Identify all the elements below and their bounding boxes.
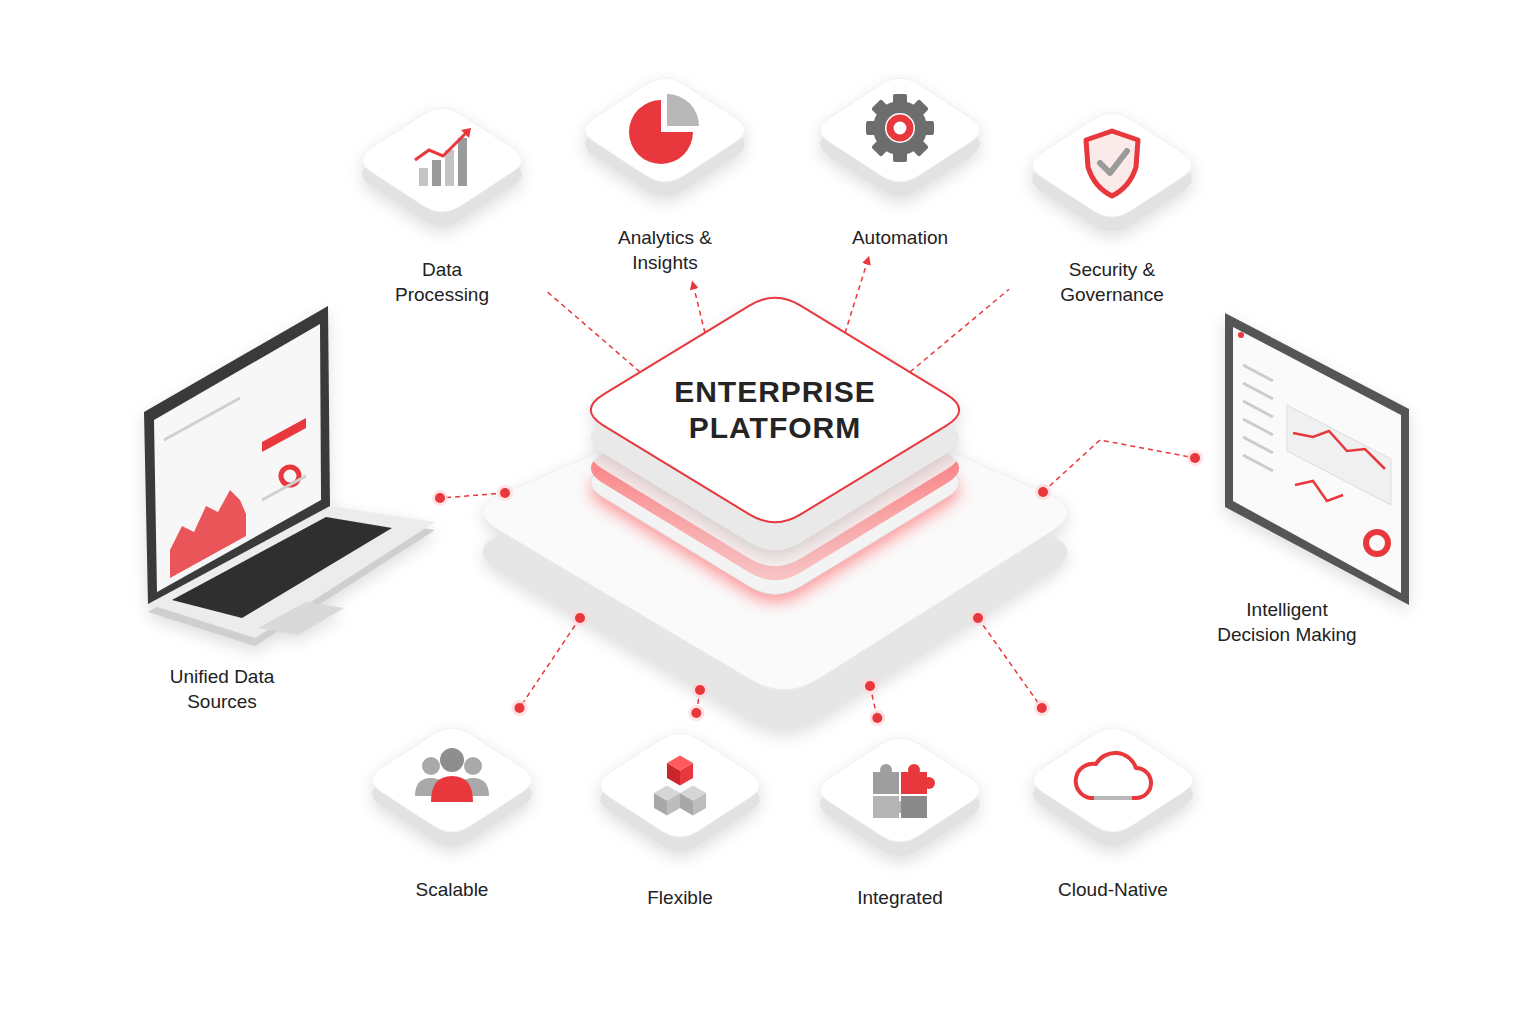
feature-tile: Automation [797, 58, 1003, 257]
node-label: Intelligent Decision Making [1212, 598, 1362, 647]
tile-outline [1010, 708, 1216, 868]
connector-dot [869, 710, 885, 726]
feature-tile: Data Processing [339, 88, 545, 313]
dot-halo [869, 710, 885, 726]
tile-outline [1009, 93, 1215, 253]
dashed-connector [519, 618, 580, 708]
node-label: Integrated [830, 886, 970, 911]
tile-shape [362, 108, 522, 226]
tile-shape [1033, 728, 1193, 846]
feature-tile: Cloud-Native [1010, 708, 1216, 909]
dashed-connector [692, 281, 705, 333]
puzzle-icon [873, 764, 935, 818]
dot-core [691, 708, 701, 718]
dot-core [435, 493, 445, 503]
dot-core [514, 703, 524, 713]
tile-shape [1032, 113, 1192, 231]
tile-outline [349, 708, 555, 868]
dot-halo [688, 705, 704, 721]
device-node: Unified Data Sources [130, 300, 440, 720]
device-node: Intelligent Decision Making [1195, 305, 1420, 653]
dot-halo [432, 490, 448, 506]
dashed-connector [910, 289, 1009, 372]
feature-tile: Integrated [797, 718, 1003, 917]
node-label: Automation [830, 226, 970, 251]
bar-chart-icon [415, 128, 471, 186]
tile-outline [562, 58, 768, 218]
feature-tile: Analytics & Insights [562, 58, 768, 281]
dashed-connector [870, 686, 877, 718]
feature-tile: Security & Governance [1009, 93, 1215, 313]
blocks-icon [654, 756, 706, 816]
dashed-connector [545, 290, 640, 372]
feature-tile: Scalable [349, 708, 555, 909]
dot-core [872, 713, 882, 723]
tile-shape [372, 728, 532, 846]
node-label: Security & Governance [1047, 258, 1177, 307]
laptop-illustration [144, 306, 435, 646]
feature-tile: Flexible [577, 713, 783, 917]
connector-dot [688, 705, 704, 721]
shield-icon [1086, 131, 1138, 196]
dot-core [1190, 453, 1200, 463]
dot-halo [1034, 700, 1050, 716]
platform-core: ENTERPRISE PLATFORM [465, 285, 1085, 745]
node-label: Data Processing [382, 258, 502, 307]
connector-dot [1034, 700, 1050, 716]
node-label: Cloud-Native [1033, 878, 1193, 903]
tile-shape [585, 78, 745, 196]
node-label: Unified Data Sources [152, 665, 292, 714]
tile-outline [797, 58, 1003, 218]
dashed-connector [978, 618, 1042, 708]
tablet-illustration [1225, 313, 1409, 605]
platform-top-box [591, 298, 959, 550]
gear-icon [866, 94, 934, 162]
node-illustration [465, 285, 1085, 745]
node-label: Analytics & Insights [600, 226, 730, 275]
dot-core [1037, 703, 1047, 713]
node-label: Scalable [382, 878, 522, 903]
dot-halo [1187, 450, 1203, 466]
dashed-connector [1043, 440, 1195, 492]
node-illustration [1195, 305, 1420, 605]
tile-shape [820, 738, 980, 856]
dashed-connector [845, 257, 869, 333]
dot-halo [511, 700, 527, 716]
tile-outline [577, 713, 783, 873]
dashed-connector [696, 690, 700, 713]
node-illustration [130, 300, 440, 660]
connector-dot [1187, 450, 1203, 466]
tile-outline [797, 718, 1003, 878]
connector-dot [511, 700, 527, 716]
tile-outline [339, 88, 545, 248]
pie-chart-icon [629, 94, 699, 164]
connector-dot [432, 490, 448, 506]
people-icon [415, 748, 489, 802]
platform-title: ENTERPRISE PLATFORM [625, 374, 925, 446]
tile-shape [820, 78, 980, 196]
tile-shape [600, 733, 760, 851]
node-label: Flexible [610, 886, 750, 911]
cloud-icon [1076, 753, 1151, 798]
